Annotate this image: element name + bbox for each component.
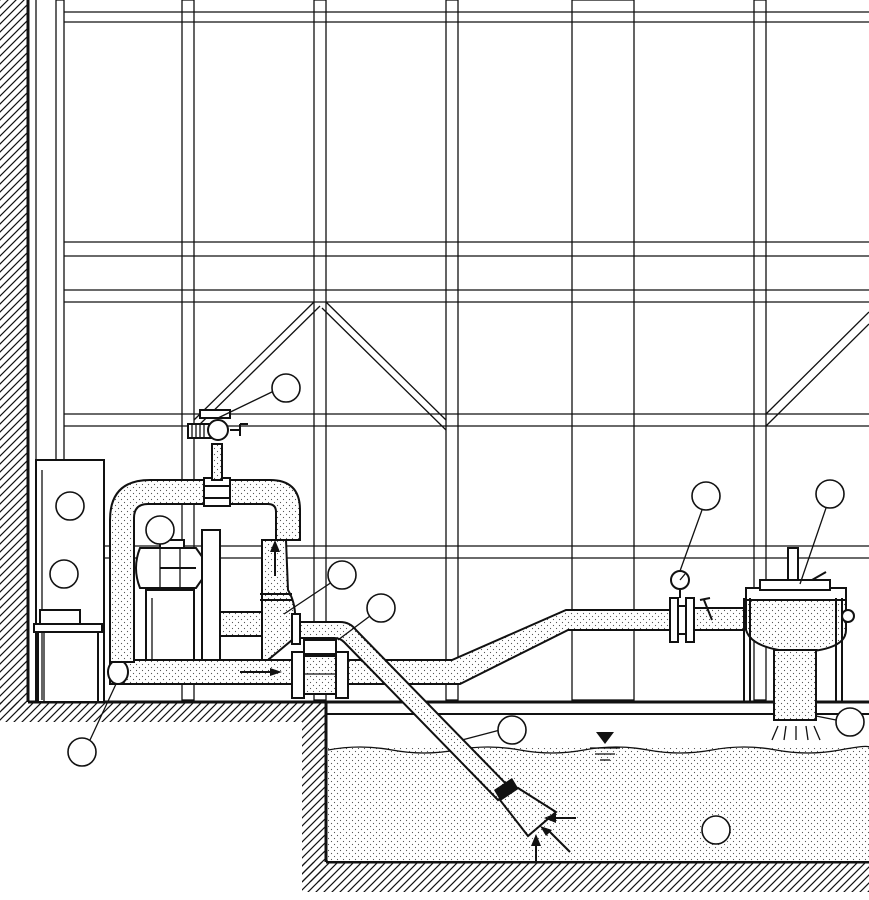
- central-column: [571, 0, 635, 701]
- discharge-pipe: [291, 570, 745, 699]
- flow-arrow-icon: [544, 813, 556, 823]
- callout-circle: [67, 737, 97, 767]
- callout-circle: [497, 715, 527, 745]
- column: [313, 0, 327, 701]
- inlet-pipe: [107, 659, 295, 685]
- pump-motor-unit: [135, 529, 297, 661]
- callout-circle: [815, 479, 845, 509]
- flow-arrow-icon: [531, 834, 541, 846]
- flow-arrow-icon: [270, 668, 282, 676]
- column: [445, 0, 459, 701]
- callout-circle: [145, 515, 175, 545]
- column: [181, 0, 195, 701]
- building-frame: [55, 0, 869, 701]
- callout-circle: [701, 815, 731, 845]
- bracing: [193, 301, 869, 431]
- column: [753, 0, 767, 701]
- spray: [771, 725, 821, 741]
- water-reservoir: [327, 732, 869, 861]
- water-level-icon: [596, 732, 614, 744]
- callout-circle: [366, 593, 396, 623]
- flow-arrow-icon: [270, 540, 280, 552]
- suction-pipe: [291, 613, 576, 862]
- callout-circle: [327, 560, 357, 590]
- callout-circle: [691, 481, 721, 511]
- actuator-ribs: [191, 424, 205, 438]
- callout-circle: [835, 707, 865, 737]
- callout-circle: [49, 559, 79, 589]
- flow-arrow-icon: [540, 826, 552, 836]
- bypass-loop-pipe: [109, 409, 301, 663]
- callout-circle: [271, 373, 301, 403]
- coupling-band: [494, 778, 518, 800]
- callout-circle: [55, 491, 85, 521]
- outlet-tank: [743, 547, 855, 741]
- callouts: [49, 373, 865, 845]
- beams: [64, 11, 869, 559]
